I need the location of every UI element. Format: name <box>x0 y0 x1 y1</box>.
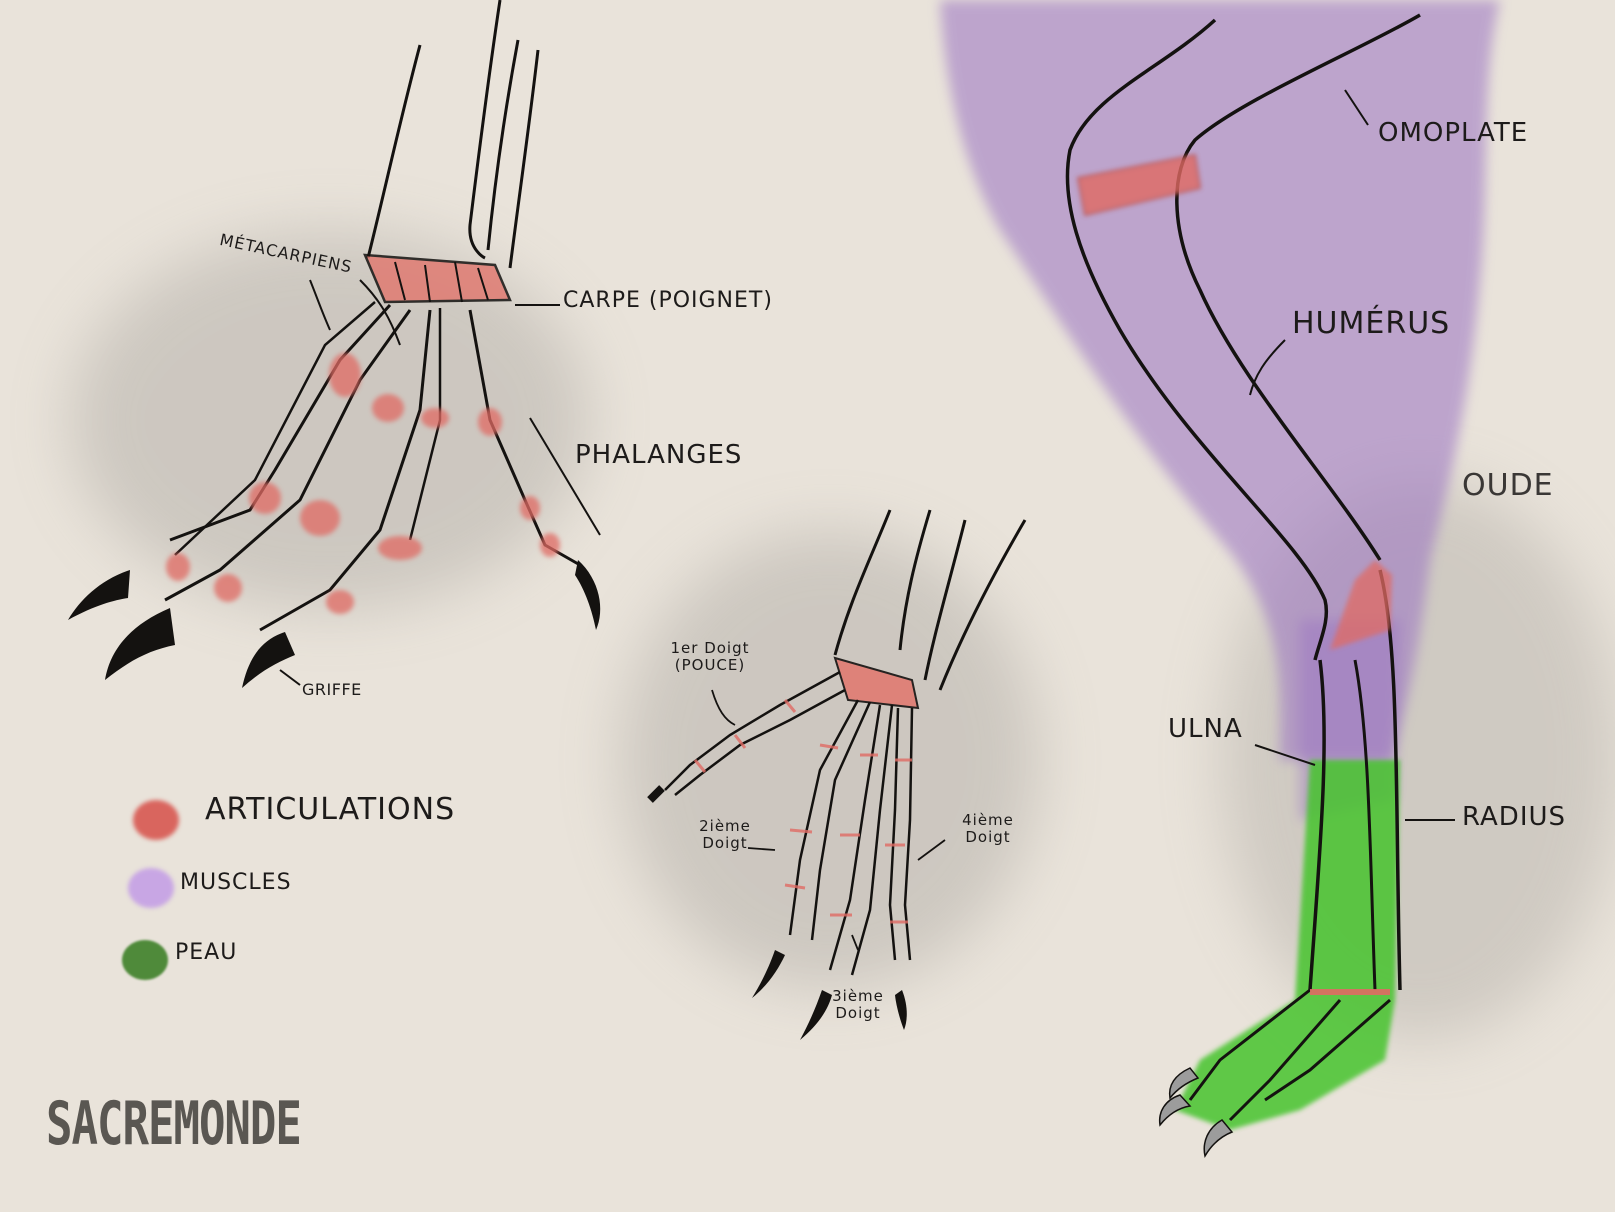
label-phalanges: PHALANGES <box>575 440 742 470</box>
label-radius: RADIUS <box>1462 802 1566 832</box>
legend-swatch-articulations <box>133 800 179 840</box>
label-omoplate: OMOPLATE <box>1378 118 1528 148</box>
label-doigt2: 2ième Doigt <box>690 818 760 852</box>
brand-logo: SACREMONDE <box>46 1090 301 1159</box>
legend-label-peau: PEAU <box>175 940 237 965</box>
label-doigt4: 4ième Doigt <box>948 812 1028 846</box>
legend-swatch-peau <box>122 940 168 980</box>
legend-label-muscles: MUSCLES <box>180 870 292 895</box>
label-ulna: ULNA <box>1168 714 1243 744</box>
label-doigt3: 3ième Doigt <box>823 988 893 1022</box>
label-coude: OUDE <box>1462 468 1554 503</box>
legend-label-articulations: ARTICULATIONS <box>205 792 455 827</box>
legend-swatch-muscles <box>128 868 174 908</box>
label-humerus: HUMÉRUS <box>1292 306 1450 341</box>
label-doigt1: 1er Doigt (POUCE) <box>665 640 755 674</box>
label-carpe: CARPE (POIGNET) <box>563 288 773 313</box>
label-griffe: GRIFFE <box>302 680 362 699</box>
